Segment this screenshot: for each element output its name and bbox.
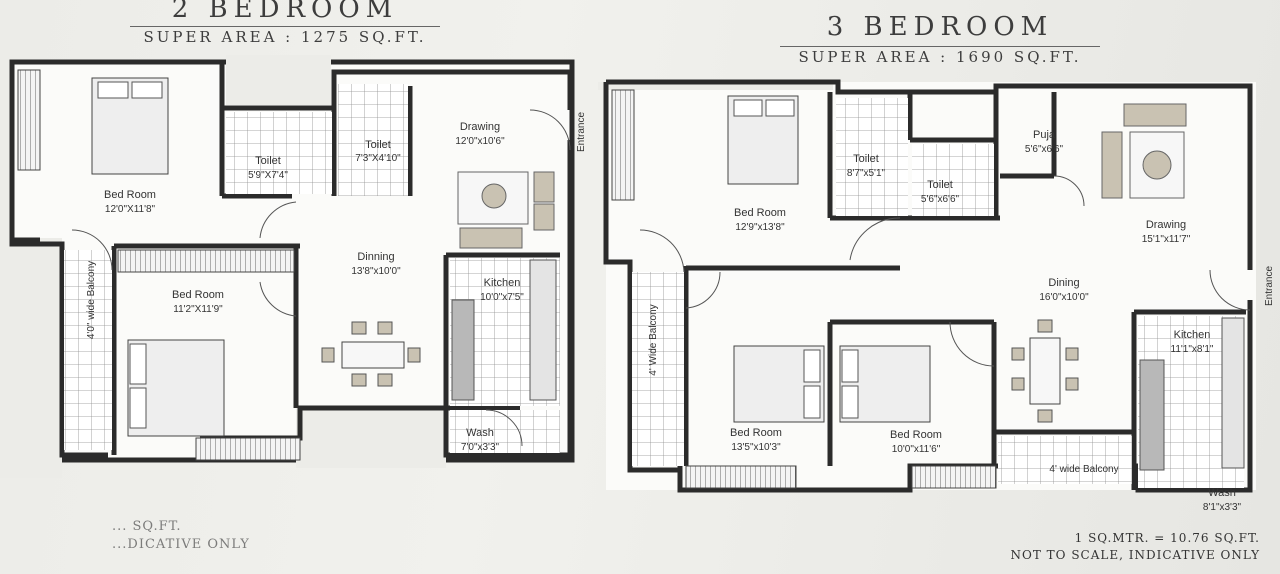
- plan3-toilet2-floor: [912, 144, 994, 216]
- plan2-bed1-dim: 12'0"X11'8": [105, 204, 156, 215]
- plan3-bed-top: [727, 95, 799, 185]
- plan2-bed2-name: Bed Room: [172, 289, 224, 301]
- plan2-title-rule: [130, 26, 440, 27]
- plan3-bed3-name: Bed Room: [890, 429, 942, 441]
- plan2-toilet1-floor: [226, 112, 332, 194]
- plan2-header: 2 BEDROOM SUPER AREA : 1275 SQ.FT.: [120, 0, 450, 46]
- plan3-drawing-dim: 15'1"x11'7": [1142, 234, 1191, 245]
- plan3-bed3-dim: 10'0"x11'6": [892, 444, 941, 455]
- plan2-bed2-dim: 11'2"X11'9": [173, 304, 223, 315]
- plan3-toilet1-floor: [836, 98, 908, 216]
- plan3-bed1-name: Bed Room: [734, 207, 786, 219]
- plan3-toilet2-dim: 5'6"x6'6": [921, 194, 960, 205]
- plan3-balcony1-floor: [632, 272, 684, 466]
- plan3-kitchen-counter: [1139, 359, 1165, 471]
- plan3-bottom-strip-1: [685, 465, 797, 489]
- plan2-toilet1-dim: 5'9"X7'4": [248, 170, 288, 181]
- plan3-bed1-dim: 12'9"x13'8": [735, 222, 785, 233]
- plan3-toilet1-name: Toilet: [853, 153, 879, 165]
- plan2-door-arcs: [71, 109, 571, 447]
- plan3-door-arcs: [639, 175, 1251, 367]
- plan2-kitchen-counter: [451, 299, 475, 401]
- plan3-toilet1-dim: 8'7"x5'1": [847, 168, 886, 179]
- plan2-drawing-name: Drawing: [460, 121, 500, 133]
- plan3-sofa: [1101, 103, 1187, 199]
- plan2-labels: Toilet 5'9"X7'4" Toilet 7'3"X4'10" Drawi…: [86, 112, 587, 453]
- plan2-bed-top: [91, 77, 169, 175]
- plan3-kitchen-counter-2: [1221, 317, 1245, 469]
- plan2-walls: [9, 59, 573, 458]
- plan3-puja-name: Puja: [1033, 129, 1056, 141]
- plan2-footnote-2: ...DICATIVE ONLY: [112, 537, 250, 552]
- plan2-footnote-1: ... SQ.FT.: [112, 519, 182, 534]
- plan2-title: 2 BEDROOM: [171, 0, 399, 24]
- plan3-entrance-label: Entrance: [1264, 266, 1275, 306]
- plan3-toilet2-name: Toilet: [927, 179, 953, 191]
- plan2-entrance-label: Entrance: [576, 112, 587, 152]
- plan3-walls: [603, 79, 1253, 493]
- plan2-footnote: ... SQ.FT. ...DICATIVE ONLY: [112, 518, 250, 554]
- plan3-bed2-dim: 13'5"x10'3": [731, 442, 781, 453]
- plan2-wardrobe-mid: [117, 249, 295, 273]
- plan2-bed1-name: Bed Room: [104, 189, 156, 201]
- plan2-kitchen-name: Kitchen: [484, 277, 521, 289]
- plan3-bed-left: [733, 345, 825, 423]
- plan3-footnote-1: 1 SQ.MTR. = 10.76 SQ.FT.: [1074, 531, 1260, 545]
- plan2-wash-dim: 7'0"x3'3": [461, 442, 500, 453]
- plan3-drawing-name: Drawing: [1146, 219, 1186, 231]
- plan2-kitchen-dim: 10'0"x7'5": [480, 292, 524, 303]
- plan2-wash-name: Wash: [466, 427, 494, 439]
- plan2-toilet2-name: Toilet: [365, 139, 391, 151]
- plan2-dinning-name: Dinning: [357, 251, 394, 263]
- plan2-dinning-dim: 13'8"x10'0": [351, 266, 401, 277]
- plan3-wash-name: Wash: [1208, 487, 1236, 499]
- plan3-bed2-name: Bed Room: [730, 427, 782, 439]
- plan3-wardrobe-left: [611, 89, 635, 201]
- plan2-bed-bottom: [127, 339, 225, 437]
- plan3-footnote-2: NOT TO SCALE, INDICATIVE ONLY: [1010, 548, 1260, 562]
- plan3-kitchen-name: Kitchen: [1174, 329, 1211, 341]
- plan3-subtitle: SUPER AREA : 1690 SQ.FT.: [798, 48, 1082, 66]
- plan2-wash-floor: [450, 410, 560, 453]
- plan3-bed-right: [839, 345, 931, 423]
- plan2-toilet2-dim: 7'3"X4'10": [355, 153, 401, 164]
- plan2-toilet1-name: Toilet: [255, 155, 281, 167]
- plan3-dining-table: [1011, 319, 1079, 423]
- plan2-wardrobe-top: [17, 69, 41, 171]
- plan3-balcony1-name: 4' Wide Balcony: [648, 304, 659, 375]
- plan3-balcony2-floor: [998, 436, 1132, 484]
- plan2-sofa: [457, 171, 555, 249]
- plan3-header: 3 BEDROOM SUPER AREA : 1690 SQ.FT.: [770, 12, 1110, 66]
- plan3-bottom-strip-2: [911, 465, 997, 489]
- plan2-bottom-strip: [195, 437, 301, 461]
- plan2-balcony-name: 4'0" wide Balcony: [86, 261, 97, 339]
- plan2-toilet2-floor: [338, 84, 408, 196]
- plan3-title-rule: [780, 46, 1100, 47]
- plan2-subtitle: SUPER AREA : 1275 SQ.FT.: [143, 28, 427, 46]
- plan3-balcony2-name: 4' wide Balcony: [1049, 464, 1118, 475]
- plan3-kitchen-dim: 11'1"x8'1": [1171, 344, 1214, 355]
- plan3-labels: Bed Room 12'9"x13'8" Toilet 8'7"x5'1" To…: [648, 129, 1275, 513]
- plan3-dining-name: Dining: [1048, 277, 1079, 289]
- plan3-wash-dim: 8'1"x3'3": [1203, 502, 1242, 513]
- plan2-drawing-dim: 12'0"x10'6": [455, 136, 505, 147]
- plan2-balcony-floor: [64, 250, 112, 450]
- plan3-title: 3 BEDROOM: [826, 12, 1054, 42]
- plan3-dining-dim: 16'0"x10'0": [1039, 292, 1089, 303]
- plan3-footnote: 1 SQ.MTR. = 10.76 SQ.FT. NOT TO SCALE, I…: [940, 530, 1260, 564]
- plan3-puja-dim: 5'6"x6'6": [1025, 144, 1064, 155]
- plan2-dining-table: [321, 321, 421, 387]
- plan2-kitchen-counter-2: [529, 259, 557, 401]
